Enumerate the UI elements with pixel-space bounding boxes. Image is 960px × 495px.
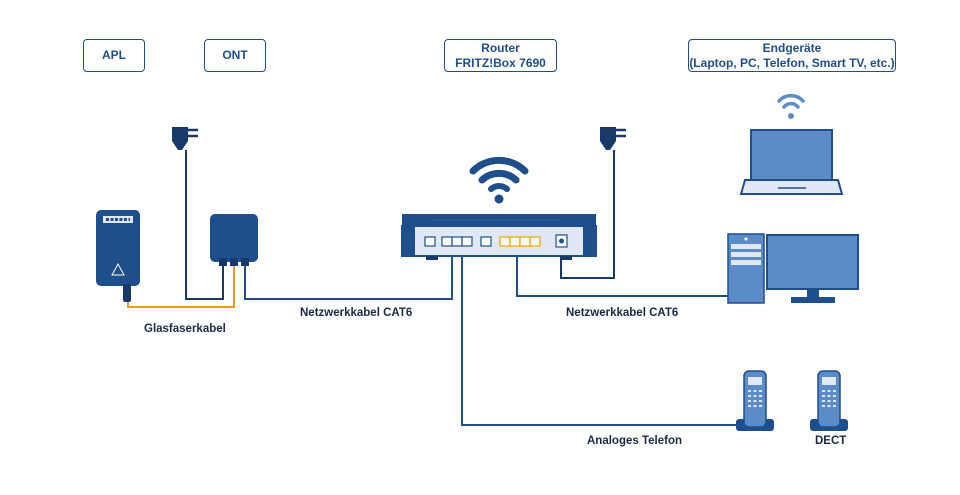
endgeraete-header-line2: (Laptop, PC, Telefon, Smart TV, etc.) xyxy=(689,55,895,70)
apl-header-label: APL xyxy=(102,48,126,62)
dect-label: DECT xyxy=(815,435,847,447)
laptop-icon xyxy=(739,93,844,195)
netzwerkkabel-right-label: Netzwerkkabel CAT6 xyxy=(566,307,679,319)
apl-header: APL xyxy=(83,39,145,72)
apl-device-icon xyxy=(96,210,140,302)
router-header-line2: FRITZ!Box 7690 xyxy=(455,55,546,70)
endgeraete-header: Endgeräte (Laptop, PC, Telefon, Smart TV… xyxy=(688,39,896,72)
cat6-cable-right xyxy=(516,250,731,297)
cat6-cable-left xyxy=(244,250,453,300)
ont-power-cable xyxy=(185,150,224,300)
analoges-telefon-label: Analoges Telefon xyxy=(587,435,682,447)
netzwerkkabel-left-label: Netzwerkkabel CAT6 xyxy=(300,307,413,319)
router-header: Router FRITZ!Box 7690 xyxy=(444,39,557,72)
cordless-phone-icon xyxy=(736,370,774,431)
ont-header-label: ONT xyxy=(222,48,248,62)
endgeraete-header-line1: Endgeräte xyxy=(762,40,822,55)
router-power-cable xyxy=(560,150,615,279)
desktop-pc-icon xyxy=(727,233,859,304)
router-icon xyxy=(401,214,597,260)
analog-phone-cable xyxy=(461,250,740,426)
fiber-cable xyxy=(127,262,235,308)
ont-device-icon xyxy=(210,214,258,266)
glasfaser-label: Glasfaserkabel xyxy=(144,323,226,335)
power-plug-icon xyxy=(600,127,626,150)
ont-header: ONT xyxy=(204,39,266,72)
router-header-line1: Router xyxy=(481,40,520,55)
wifi-icon xyxy=(469,156,529,204)
power-plug-icon xyxy=(172,127,198,150)
dect-phone-icon xyxy=(810,370,848,431)
